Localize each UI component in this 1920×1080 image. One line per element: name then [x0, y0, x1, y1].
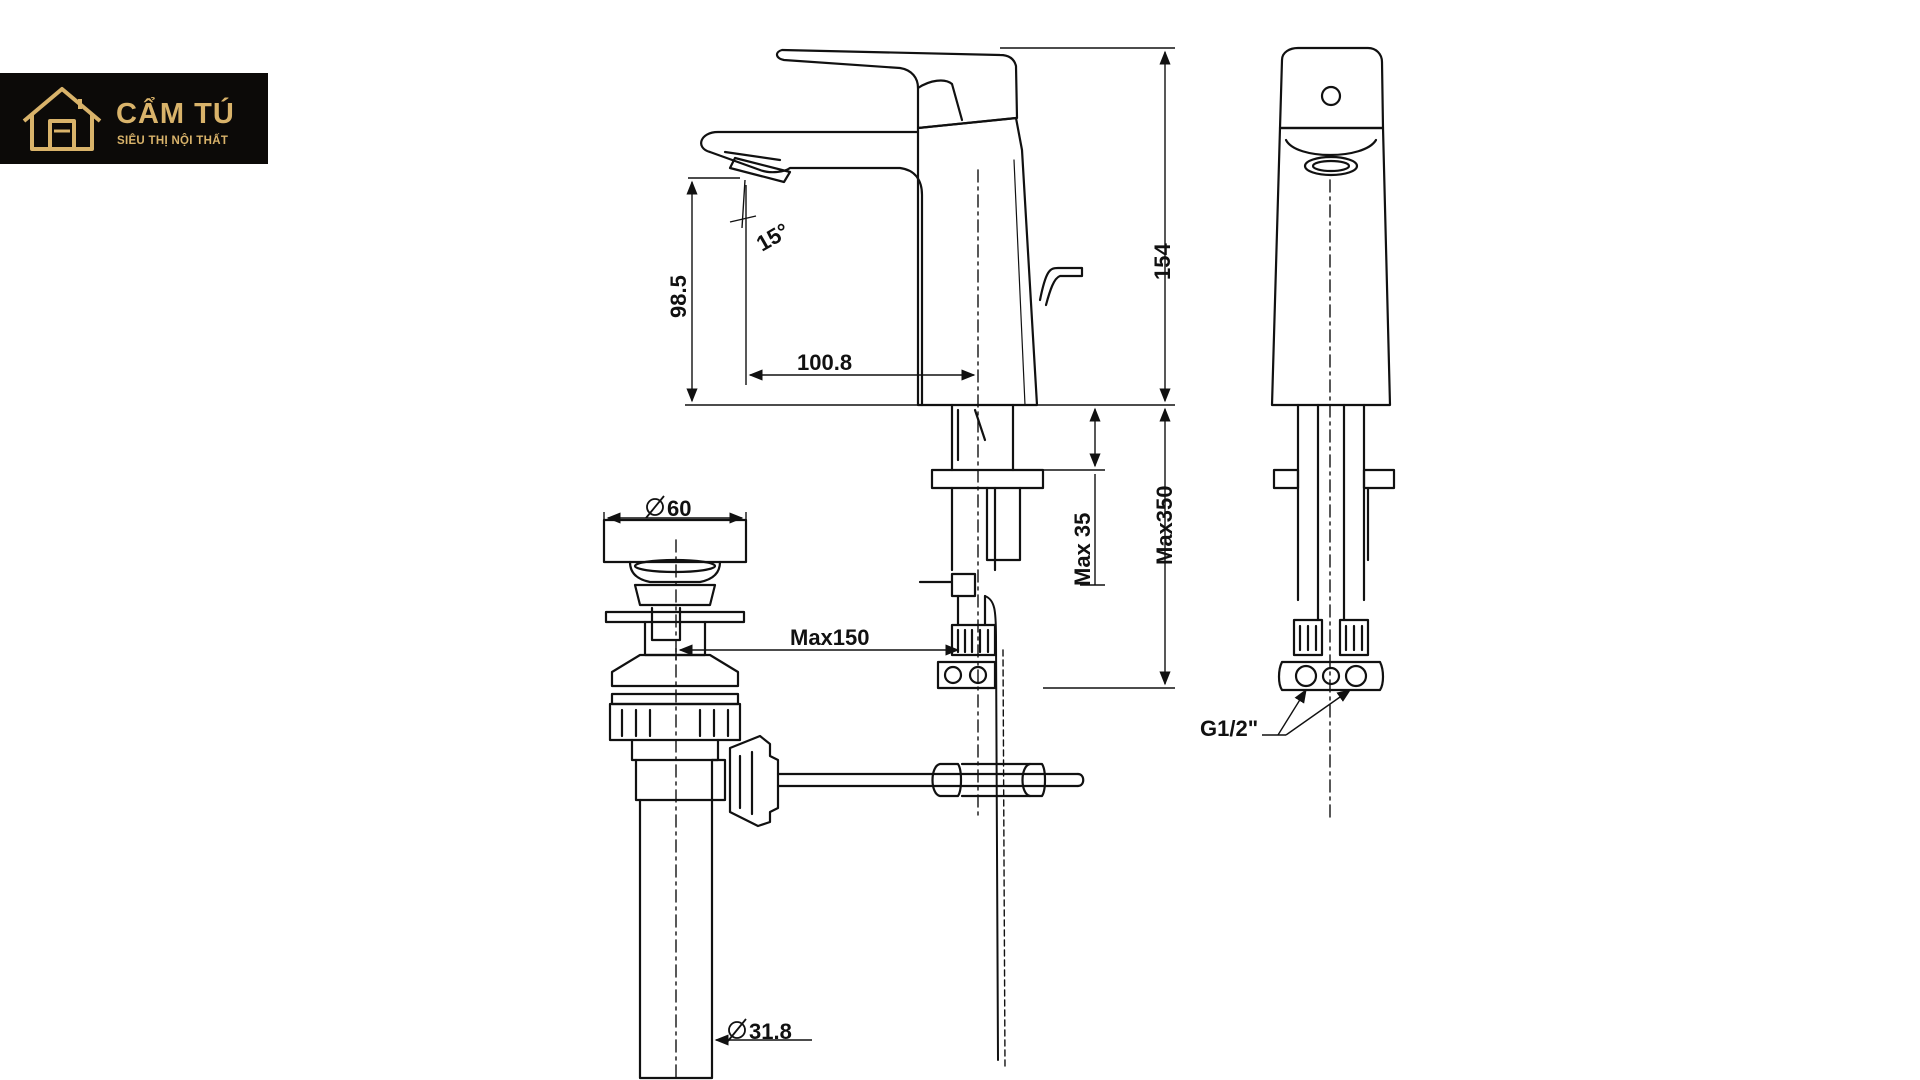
- dimension-lines: [603, 47, 1352, 1046]
- dim-max-drain-distance-label: Max150: [790, 625, 870, 650]
- faucet-side-view: [700, 48, 1084, 1069]
- dim-faucet-height-label: 154: [1150, 243, 1175, 280]
- dim-max-below-deck-label: Max350: [1152, 485, 1177, 565]
- brand-logo: CẨM TÚ SIÊU THỊ NỘI THẤT: [0, 73, 268, 164]
- brand-tagline: SIÊU THỊ NỘI THẤT: [117, 135, 229, 147]
- dim-spout-height-label: 98.5: [666, 275, 691, 318]
- brand-name: CẨM TÚ: [116, 98, 235, 130]
- faucet-front-view: [1270, 46, 1396, 821]
- dim-angle-label: 15°: [752, 218, 793, 256]
- pop-up-drain: [602, 518, 1085, 1080]
- dim-max-deck-thickness-label: Max 35: [1070, 513, 1095, 586]
- dim-drain-cap-diameter-label: 60: [667, 496, 691, 521]
- dim-spout-reach-label: 100.8: [797, 350, 852, 375]
- dim-drain-pipe-diameter-label: 31.8: [749, 1019, 792, 1044]
- house-icon: [22, 87, 102, 151]
- dim-drain-pipe-diameter: 31.8: [727, 1018, 792, 1044]
- dim-drain-cap-diameter: 60: [645, 495, 691, 521]
- dim-inlet-thread-label: G1/2": [1200, 716, 1258, 741]
